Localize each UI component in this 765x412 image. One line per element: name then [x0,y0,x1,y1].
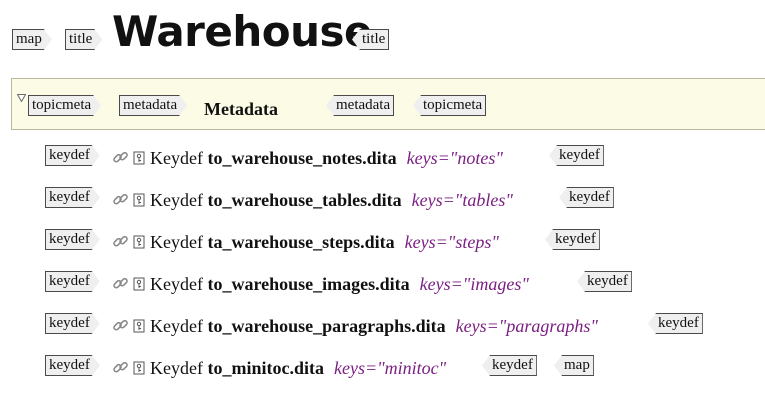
keydef-end-tag-label: keydef [559,147,600,163]
map-title[interactable]: Warehouse [112,7,373,56]
keydef-prefix: Keydef [150,316,203,336]
keydef-row[interactable]: keydef Keydef ta_warehouse_steps.dita keys… [0,229,765,257]
keydef-start-tag-label: keydef [49,315,90,331]
keydef-text[interactable]: Keydef to_warehouse_images.dita keys="ima… [150,273,529,295]
keydef-prefix: Keydef [150,358,203,378]
keydef-href[interactable]: to_minitoc.dita [207,358,324,378]
keydef-row[interactable]: keydef Keydef to_warehouse_paragraphs.dit… [0,313,765,341]
key-icon [133,193,145,207]
keydef-end-tag[interactable]: keydef [577,271,632,292]
keydef-row[interactable]: keydef Keydef to_warehouse_images.dita key… [0,271,765,299]
keydef-end-tag[interactable]: keydef [549,145,604,166]
keydef-start-tag-label: keydef [49,273,90,289]
key-icon [133,235,145,249]
keydef-row[interactable]: keydef Keydef to_warehouse_notes.dita keys… [0,145,765,173]
keydef-start-tag-label: keydef [49,357,90,373]
keydef-row[interactable]: keydef Keydef to_warehouse_tables.dita key… [0,187,765,215]
map-end-tag[interactable]: map [554,355,594,376]
link-icon [113,151,128,163]
keydef-end-tag[interactable]: keydef [545,229,600,250]
link-icon [113,193,128,205]
key-icon [133,277,145,291]
keydef-end-tag-label: keydef [492,357,533,373]
keydef-text[interactable]: Keydef ta_warehouse_steps.dita keys="step… [150,231,499,253]
keydef-keys-attribute[interactable]: keys="tables" [411,190,513,210]
keydef-icons [113,235,145,249]
key-icon [133,151,145,165]
title-end-tag-label: title [362,31,386,47]
keydef-prefix: Keydef [150,274,203,294]
link-icon [113,319,128,331]
keydef-prefix: Keydef [150,190,203,210]
keydef-text[interactable]: Keydef to_warehouse_paragraphs.dita keys=… [150,315,598,337]
keydef-href[interactable]: ta_warehouse_steps.dita [207,232,395,252]
topicmeta-start-tag[interactable]: topicmeta [28,95,101,116]
metadata-end-tag[interactable]: metadata [326,95,395,116]
keydef-keys-attribute[interactable]: keys="notes" [406,148,503,168]
topicmeta-start-tag-label: topicmeta [32,97,92,113]
keydef-text[interactable]: Keydef to_warehouse_tables.dita keys="tab… [150,189,513,211]
metadata-end-tag-label: metadata [336,97,391,113]
keydef-prefix: Keydef [150,232,203,252]
keydef-keys-attribute[interactable]: keys="images" [419,274,529,294]
link-icon [113,235,128,247]
keydef-start-tag[interactable]: keydef [45,355,100,376]
keydef-href[interactable]: to_warehouse_tables.dita [207,190,402,210]
map-start-tag[interactable]: map [12,29,52,50]
topicmeta-end-tag[interactable]: topicmeta [413,95,487,116]
keydef-icons [113,361,145,375]
keydef-keys-attribute[interactable]: keys="steps" [404,232,499,252]
keydef-prefix: Keydef [150,148,203,168]
keydef-start-tag-label: keydef [49,231,90,247]
title-end-tag[interactable]: title [352,29,390,50]
keydef-start-tag[interactable]: keydef [45,229,100,250]
collapse-triangle-icon[interactable] [17,94,26,102]
keydef-icons [113,151,145,165]
keydef-start-tag-label: keydef [49,147,90,163]
keydef-end-tag[interactable]: keydef [648,313,703,334]
map-end-tag-label: map [564,357,590,373]
keydef-keys-attribute[interactable]: keys="paragraphs" [455,316,598,336]
keydef-end-tag[interactable]: keydef [482,355,537,376]
keydef-text[interactable]: Keydef to_warehouse_notes.dita keys="note… [150,147,503,169]
link-icon [113,361,128,373]
metadata-start-tag[interactable]: metadata [119,95,187,116]
metadata-start-tag-label: metadata [123,97,178,113]
keydef-end-tag-label: keydef [658,315,699,331]
title-start-tag[interactable]: title [65,29,102,50]
keydef-href[interactable]: to_warehouse_images.dita [207,274,410,294]
key-icon [133,361,145,375]
key-icon [133,319,145,333]
keydef-end-tag-label: keydef [555,231,596,247]
link-icon [113,277,128,289]
keydef-text[interactable]: Keydef to_minitoc.dita keys="minitoc" [150,357,446,379]
keydef-end-tag-label: keydef [587,273,628,289]
keydef-end-tag[interactable]: keydef [559,187,614,208]
metadata-label: Metadata [204,99,278,119]
keydef-href[interactable]: to_warehouse_notes.dita [207,148,397,168]
topicmeta-end-tag-label: topicmeta [423,97,483,113]
keydef-icons [113,277,145,291]
keydef-start-tag[interactable]: keydef [45,271,100,292]
keydef-start-tag[interactable]: keydef [45,145,100,166]
keydef-icons [113,319,145,333]
keydef-start-tag[interactable]: keydef [45,313,100,334]
map-start-tag-label: map [16,31,42,47]
keydef-start-tag[interactable]: keydef [45,187,100,208]
keydef-end-tag-label: keydef [569,189,610,205]
keydef-icons [113,193,145,207]
keydef-start-tag-label: keydef [49,189,90,205]
title-start-tag-label: title [69,31,93,47]
keydef-keys-attribute[interactable]: keys="minitoc" [333,358,447,378]
keydef-row[interactable]: keydef Keydef to_minitoc.dita keys="minito… [0,355,765,383]
keydef-href[interactable]: to_warehouse_paragraphs.dita [207,316,446,336]
